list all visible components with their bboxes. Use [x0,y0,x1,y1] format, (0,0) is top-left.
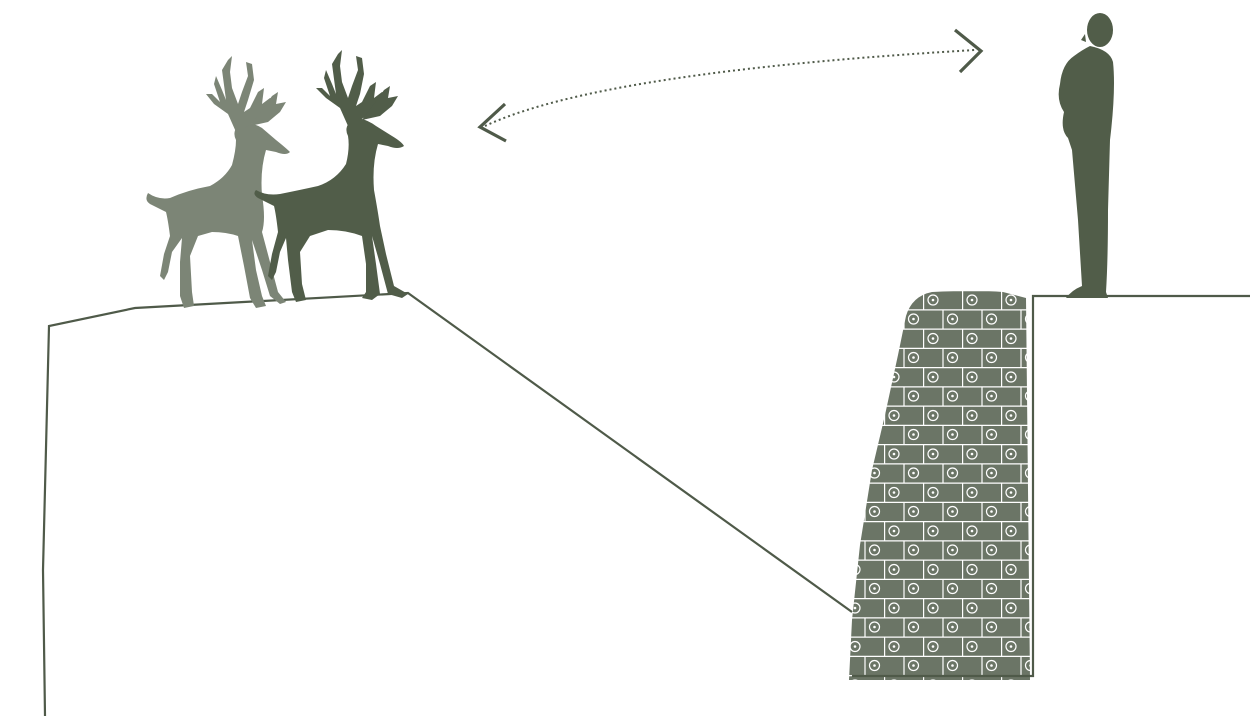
left-terrain-outline [41,291,853,717]
deer-back-silhouette [146,56,290,308]
sightline-dotted-curve [484,49,976,127]
gabion-wall [849,290,1030,680]
person-silhouette [1058,13,1114,298]
arrowhead-left [477,102,507,143]
arrowhead-right [953,28,984,74]
sightline-double-arrow [477,28,984,143]
wall-base-outline [852,294,1250,678]
deer-front-silhouette [254,50,408,302]
